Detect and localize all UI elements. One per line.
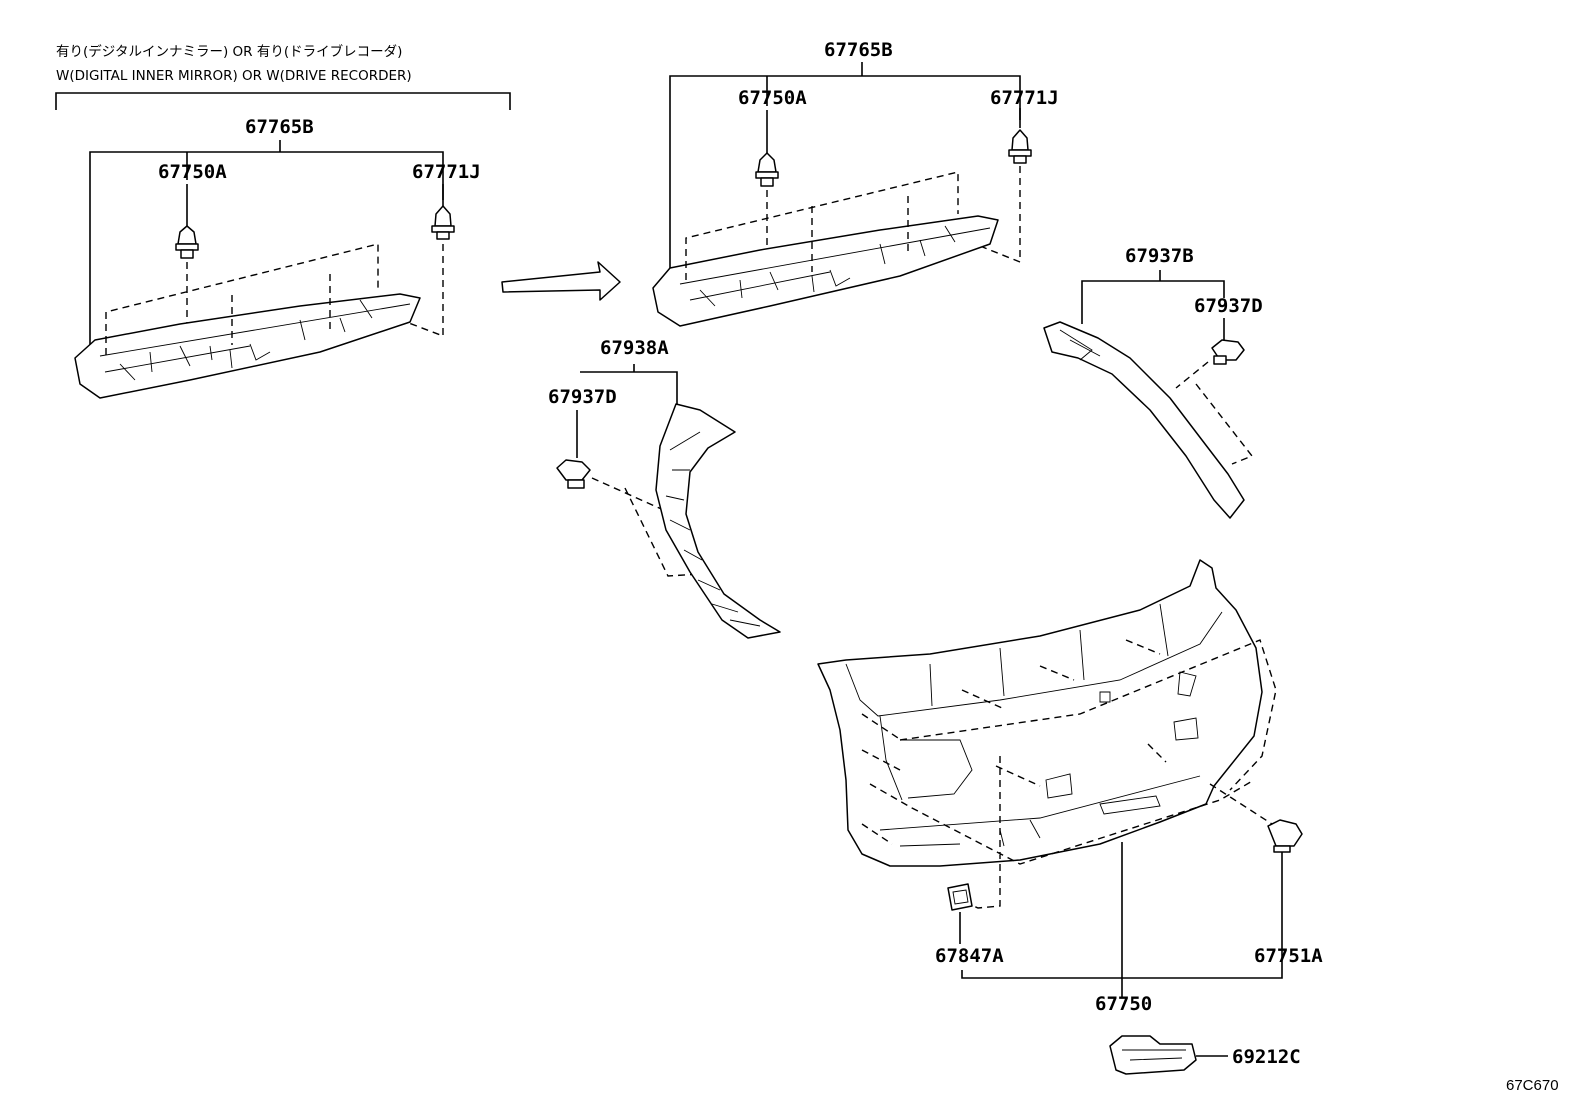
label-67937d-left: 67937D bbox=[548, 386, 617, 408]
option-bracket bbox=[55, 92, 511, 110]
label-67771j-right: 67771J bbox=[990, 87, 1059, 109]
pillar-garnish-67937b bbox=[1043, 321, 1245, 519]
dash-pillar-left bbox=[591, 477, 701, 577]
option-note-english: W(DIGITAL INNER MIRROR) OR W(DRIVE RECOR… bbox=[56, 68, 412, 84]
pillar-garnish-67938a bbox=[655, 403, 781, 639]
leader-67938a bbox=[580, 364, 678, 410]
dash-left-garnish bbox=[105, 243, 379, 355]
label-67937d-right: 67937D bbox=[1194, 295, 1263, 317]
leader-67765b-right bbox=[669, 62, 1021, 298]
option-note-japanese: 有り(デジタルインナミラー) OR 有り(ドライブレコーダ) bbox=[56, 43, 402, 60]
leader-67765b-left bbox=[89, 140, 444, 348]
clip-67937d-right bbox=[1211, 339, 1245, 365]
clip-67771j-left bbox=[431, 205, 455, 240]
clip-67750a-left bbox=[175, 225, 199, 259]
dash-right-garnish bbox=[685, 171, 959, 280]
label-67847a: 67847A bbox=[935, 945, 1004, 967]
label-67938a: 67938A bbox=[600, 337, 669, 359]
label-67750: 67750 bbox=[1095, 993, 1152, 1015]
dash-back-door-trim bbox=[861, 639, 1277, 909]
label-67750a-left: 67750A bbox=[158, 161, 227, 183]
clip-67750a-right bbox=[755, 152, 779, 187]
clip-67937d-left bbox=[556, 459, 591, 489]
label-67937b: 67937B bbox=[1125, 245, 1194, 267]
dash-67751a bbox=[1209, 783, 1273, 825]
label-69212c: 69212C bbox=[1232, 1046, 1301, 1068]
garnish-67765b-left bbox=[74, 293, 421, 399]
dash-pillar-right bbox=[1175, 361, 1254, 465]
label-67765b-left: 67765B bbox=[245, 116, 314, 138]
label-67751a: 67751A bbox=[1254, 945, 1323, 967]
bracket-69212c bbox=[1109, 1035, 1197, 1075]
label-67750a-right: 67750A bbox=[738, 87, 807, 109]
clip-67771j-right bbox=[1008, 129, 1032, 164]
cover-67847a bbox=[947, 883, 973, 911]
clip-67751a bbox=[1267, 819, 1303, 853]
label-67771j-left: 67771J bbox=[412, 161, 481, 183]
label-67765b-right: 67765B bbox=[824, 39, 893, 61]
figure-code: 67C670 bbox=[1506, 1077, 1559, 1094]
leader-67937b bbox=[1081, 270, 1225, 324]
back-door-trim-67750 bbox=[817, 559, 1263, 867]
leader-67750 bbox=[961, 842, 1283, 998]
arrow-icon bbox=[501, 261, 621, 301]
garnish-67765b-right bbox=[652, 215, 999, 327]
